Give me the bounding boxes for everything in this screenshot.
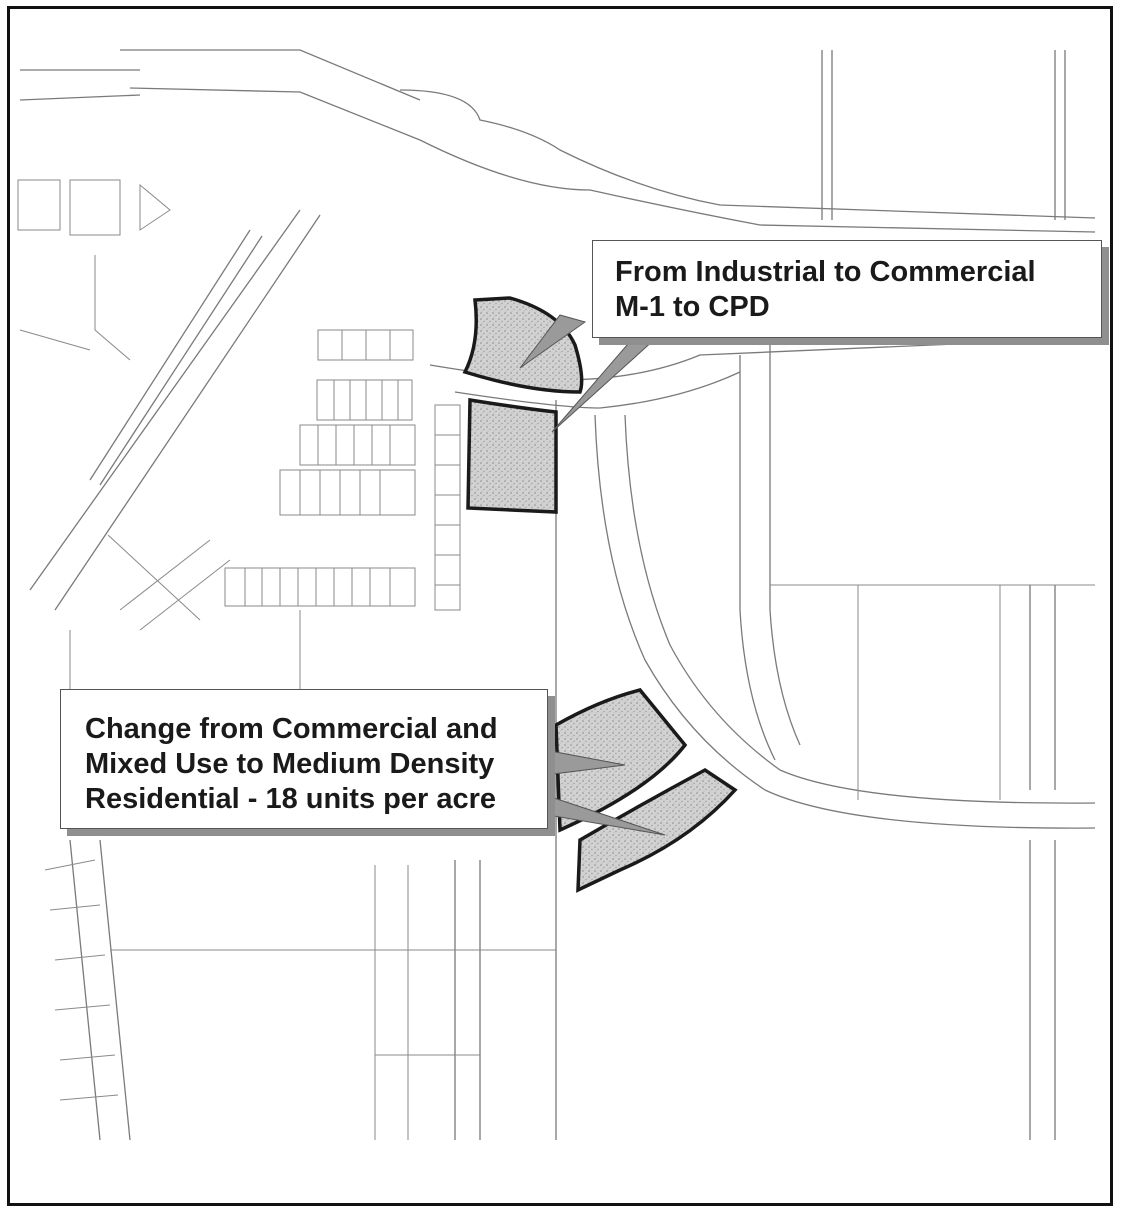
map-frame	[7, 6, 1113, 1206]
callout-commercial-to-residential: Change from Commercial and Mixed Use to …	[60, 689, 548, 829]
callout-industrial-to-commercial: From Industrial to Commercial M-1 to CPD	[592, 240, 1102, 338]
highlighted-parcels	[462, 296, 738, 893]
callout-top-line-2: M-1 to CPD	[615, 291, 770, 323]
leader-top-1	[519, 314, 587, 369]
street-boulevard-east	[624, 414, 1096, 804]
street-north-south-right	[739, 345, 801, 761]
callout-bottom-line-1: Change from Commercial and	[85, 713, 498, 745]
lot-lines	[17, 179, 1095, 1140]
street-top-left-2	[120, 49, 421, 141]
callout-top-line-1: From Industrial to Commercial	[615, 256, 1036, 288]
parcel-industrial-to-commercial-south	[466, 397, 558, 514]
callout-bottom-line-2: Mixed Use to Medium Density	[85, 748, 495, 780]
leader-lines	[519, 314, 667, 836]
street-top-left-1	[19, 69, 141, 101]
callout-bottom-line-3: Residential - 18 units per acre	[85, 783, 496, 815]
street-vertical-right-2	[1054, 50, 1066, 220]
parcel-industrial-to-commercial-north	[462, 296, 584, 394]
streets	[19, 49, 1096, 1141]
street-curve-north	[399, 89, 1096, 233]
street-boulevard-west	[594, 414, 1096, 829]
street-diagonal-rail-1	[29, 209, 321, 611]
street-vertical-far-right	[1029, 585, 1056, 1140]
street-vertical-right-1	[821, 50, 833, 220]
street-diagonal-rail-2	[89, 229, 263, 486]
parcel-commercial-to-residential-east	[576, 767, 738, 893]
street-west-south	[69, 839, 131, 1141]
street-cul-de-sac	[454, 860, 481, 1140]
